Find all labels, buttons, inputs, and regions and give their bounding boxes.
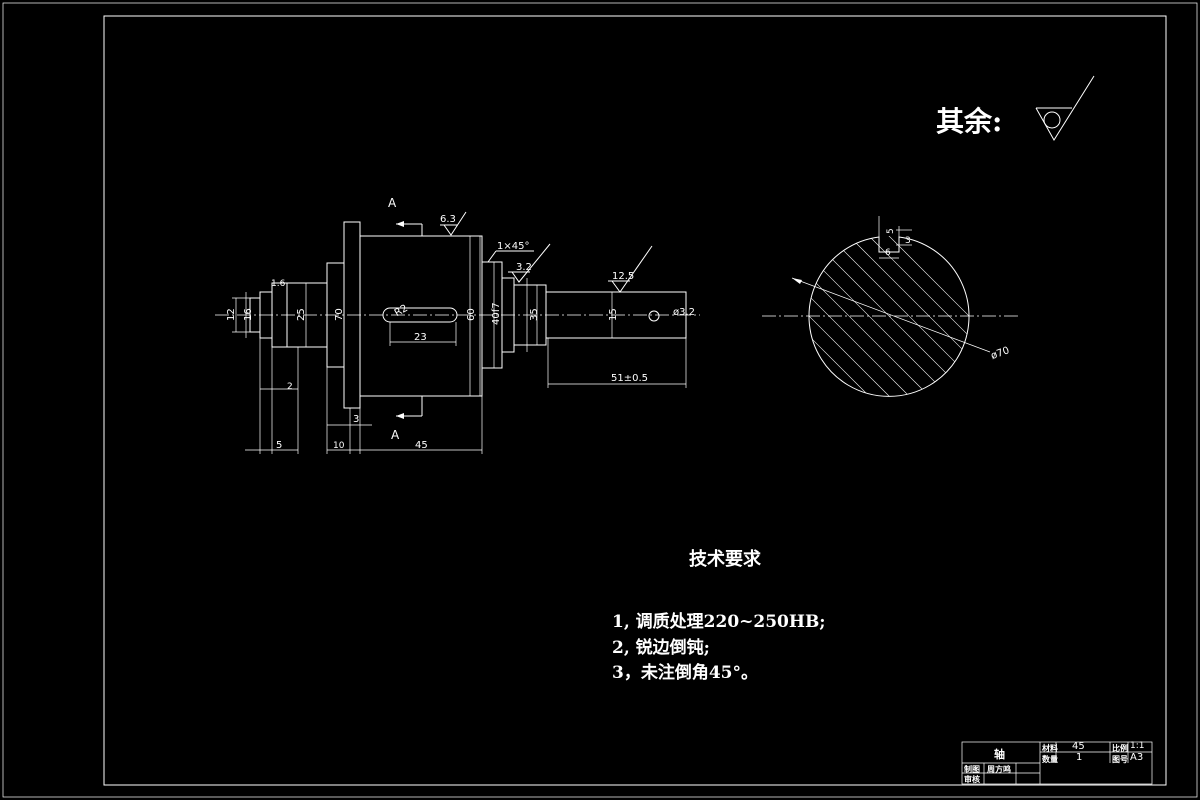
dim-15: 15 bbox=[608, 308, 619, 321]
technical-requirements-title: 技术要求 bbox=[689, 549, 761, 570]
title-block-grid bbox=[961, 741, 1153, 785]
dim-16: 16 bbox=[243, 308, 254, 321]
roughness-3-2: 3.2 bbox=[516, 262, 532, 273]
dim-3: 3 bbox=[353, 414, 359, 425]
requirement-item: 2, 锐边倒钝; bbox=[612, 638, 710, 658]
diameter-dimension-lines bbox=[232, 222, 613, 408]
roughness-12-5: 12.5 bbox=[612, 271, 634, 282]
chamfer-note: 1×45° bbox=[497, 241, 529, 252]
dim-1-6: 1.6 bbox=[271, 279, 286, 289]
dim-70: 70 bbox=[334, 308, 345, 321]
section-dim-6: 6 bbox=[885, 248, 891, 258]
dim-5: 5 bbox=[276, 440, 282, 451]
dim-35: 35 bbox=[529, 308, 540, 321]
dim-2: 2 bbox=[287, 382, 293, 392]
title-block-scale: 1:1 bbox=[1130, 741, 1145, 751]
dim-12: 12 bbox=[226, 308, 237, 321]
dim-60: 60 bbox=[466, 308, 477, 321]
title-block-drawing-no-label: 图号 bbox=[1112, 755, 1128, 764]
section-view bbox=[762, 216, 1018, 397]
dim-51-lines bbox=[547, 338, 687, 388]
section-dim-3: 3 bbox=[905, 236, 911, 246]
bottom-dimension-lines bbox=[245, 338, 483, 454]
section-cut-markers bbox=[396, 221, 423, 419]
title-block-part-name: 轴 bbox=[994, 748, 1005, 761]
dim-10: 10 bbox=[333, 441, 345, 451]
section-label-top: A bbox=[388, 196, 397, 210]
dim-hole: ø3.2 bbox=[673, 307, 695, 318]
title-block-drawing-no: A3 bbox=[1130, 752, 1144, 763]
title-block-quantity-label: 数量 bbox=[1042, 755, 1058, 764]
dim-25: 25 bbox=[296, 308, 307, 321]
roughness-marks bbox=[440, 211, 653, 293]
keyway bbox=[382, 307, 458, 323]
title-block-drawn-by: 周方鸣 bbox=[987, 765, 1011, 774]
title-block-checked-label: 审核 bbox=[964, 775, 980, 784]
requirement-item: 3，未注倒角45°。 bbox=[612, 663, 758, 683]
roughness-rest-symbol bbox=[1035, 75, 1095, 141]
title-block-material: 45 bbox=[1072, 741, 1085, 752]
roughness-rest-label: 其余: bbox=[936, 105, 1003, 138]
center-hole bbox=[648, 310, 660, 322]
section-label-bottom: A bbox=[391, 428, 400, 442]
roughness-6-3: 6.3 bbox=[440, 214, 456, 225]
dim-23: 23 bbox=[414, 332, 427, 343]
title-block-scale-label: 比例 bbox=[1112, 744, 1128, 753]
dim-r2: R2 bbox=[393, 303, 410, 319]
section-dim-diameter: ø70 bbox=[990, 345, 1011, 362]
title-block-drawn-label: 制图 bbox=[964, 765, 980, 774]
sheet-inner-border bbox=[103, 15, 1167, 786]
dim-45: 45 bbox=[415, 440, 428, 451]
title-block-quantity: 1 bbox=[1076, 752, 1083, 763]
keyway-dimension bbox=[389, 322, 457, 346]
dim-40f7: 40f7 bbox=[491, 302, 502, 325]
title-block-material-label: 材料 bbox=[1042, 744, 1058, 753]
dim-51: 51±0.5 bbox=[611, 373, 648, 384]
requirement-item: 1, 调质处理220~250HB; bbox=[612, 612, 826, 632]
section-dim-5: 5 bbox=[886, 228, 896, 234]
